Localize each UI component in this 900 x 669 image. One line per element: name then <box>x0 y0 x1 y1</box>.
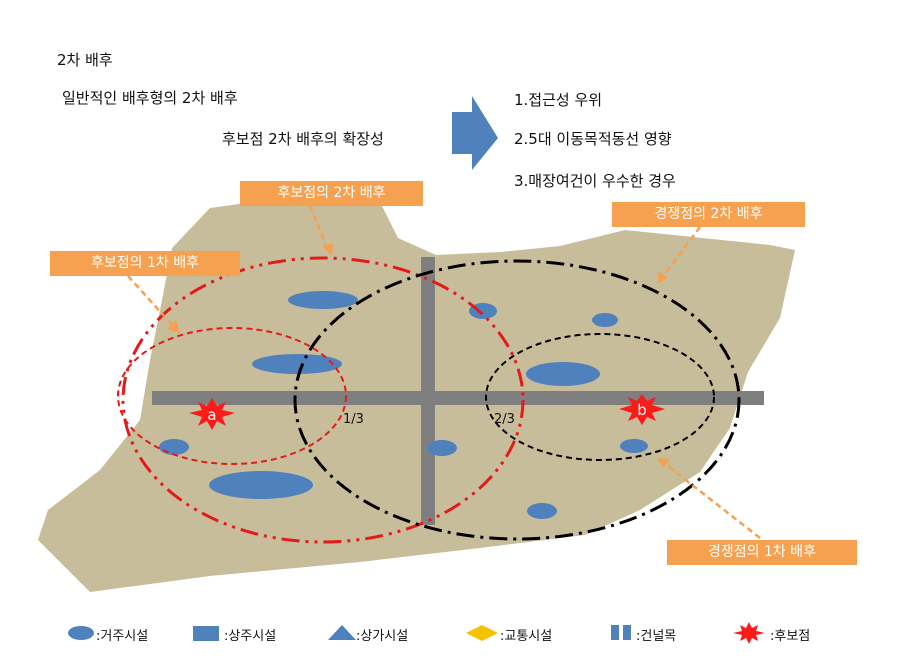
leader-competitor-primary <box>663 462 761 539</box>
candidate-secondary-area <box>121 256 525 544</box>
legend-item: :거주시설 <box>66 620 148 648</box>
legend-label: :상가시설 <box>356 629 409 644</box>
legend-label: :건널목 <box>636 629 677 644</box>
candidate-star-icon: a <box>189 398 235 430</box>
candidate-point-label: a <box>207 406 216 424</box>
factor-item: 2.5대 이동목적동선 영향 <box>514 130 672 148</box>
legend: :거주시설 :상주시설 :상가시설 :교통시설 :건널목 :후보점 <box>0 620 900 650</box>
callout-competitor-primary: 경쟁점의 1차 배후 <box>667 540 857 565</box>
competitor-point-label: b <box>637 401 647 419</box>
legend-label: :상주시설 <box>224 629 277 644</box>
page-title: 2차 배후 <box>57 51 113 69</box>
competitor-secondary-area <box>293 259 741 541</box>
legend-item: :상주시설 <box>190 620 276 648</box>
callout-candidate-primary: 후보점의 1차 배후 <box>50 251 240 276</box>
residential-facility <box>288 291 358 309</box>
vertical-road <box>421 257 435 525</box>
legend-item: :상가시설 <box>326 620 408 648</box>
callout-competitor-secondary: 경쟁점의 2차 배후 <box>612 202 805 227</box>
leader-candidate-secondary <box>308 205 330 251</box>
candidate-star-icon <box>733 622 765 644</box>
factor-item: 1.접근성 우위 <box>514 91 603 109</box>
ratio-one-third: 1/3 <box>343 412 364 427</box>
leader-competitor-secondary <box>660 226 702 279</box>
page-subtitle: 일반적인 배후형의 2차 배후 <box>62 89 238 107</box>
transport-diamond-icon <box>466 625 498 641</box>
callout-candidate-secondary: 후보점의 2차 배후 <box>240 181 423 206</box>
residential-facility <box>209 471 313 499</box>
commercial-triangle-icon <box>328 625 356 640</box>
residential-facilities <box>159 291 648 519</box>
right-arrow-icon <box>452 96 498 170</box>
factor-item: 3.매장여건이 우수한 경우 <box>514 172 676 190</box>
legend-label: :후보점 <box>770 629 811 644</box>
legend-item: :후보점 <box>730 620 810 648</box>
leader-candidate-primary <box>127 275 176 329</box>
competitor-primary-area <box>485 333 715 461</box>
residential-facility <box>252 354 342 374</box>
legend-label: :교통시설 <box>500 629 553 644</box>
residential-facility <box>527 503 557 519</box>
competitor-star-icon: b <box>619 394 665 425</box>
crosswalk-bars-icon <box>611 625 631 640</box>
legend-label: :거주시설 <box>96 629 149 644</box>
candidate-primary-area <box>117 327 347 465</box>
mixed-use-square-icon <box>193 626 219 641</box>
residential-facility <box>620 439 648 453</box>
residential-ellipse-icon <box>68 626 94 640</box>
residential-facility <box>427 440 457 456</box>
legend-item: :교통시설 <box>464 620 552 648</box>
ratio-two-thirds: 2/3 <box>494 412 515 427</box>
callout-arrowheads <box>167 243 670 468</box>
callout-leaders <box>127 205 761 539</box>
residential-facility <box>592 313 618 327</box>
residential-facility <box>159 439 189 455</box>
horizontal-road <box>152 391 764 405</box>
residential-facility <box>526 362 600 386</box>
expansion-label: 후보점 2차 배후의 확장성 <box>222 130 384 148</box>
legend-item: :건널목 <box>608 620 676 648</box>
